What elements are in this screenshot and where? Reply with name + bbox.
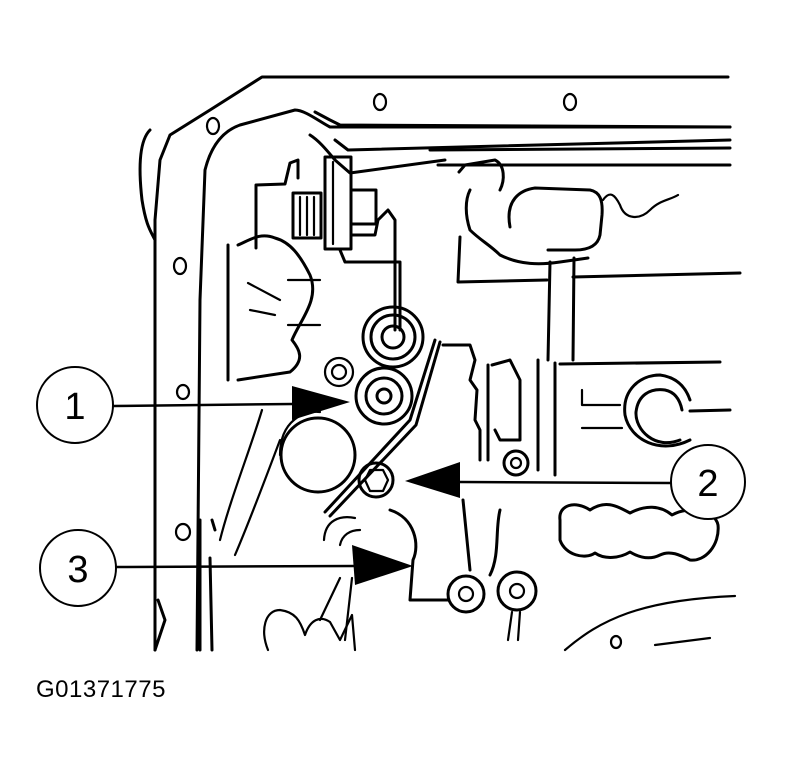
leader-line-3 <box>115 564 356 569</box>
callout-circle-3 <box>39 529 117 607</box>
callout-circle-1 <box>36 366 114 444</box>
pan-outline <box>138 75 732 652</box>
callout-number-2: 2 <box>697 463 718 505</box>
center-valve-body <box>441 343 722 577</box>
leader-line-1 <box>112 402 294 408</box>
callout-number-3: 3 <box>67 549 88 591</box>
figure-id-label: G01371775 <box>36 676 166 703</box>
callout-1: 1 <box>36 366 350 444</box>
arrowhead-1 <box>292 386 350 420</box>
callout-number-1: 1 <box>64 386 85 428</box>
callout-2: 2 <box>405 444 746 520</box>
lower-lever <box>322 508 538 642</box>
leader-line-2 <box>459 480 672 485</box>
lower-left-casting <box>153 408 357 652</box>
callout-circle-2 <box>670 444 746 520</box>
solenoid-connector <box>254 155 402 332</box>
left-casting <box>226 234 322 382</box>
arrowhead-2 <box>405 462 460 498</box>
bolt-holes <box>172 92 623 650</box>
arrowhead-3 <box>352 545 413 585</box>
callout-3: 3 <box>39 529 413 607</box>
upper-right-bracket <box>456 158 742 362</box>
right-side-features <box>558 373 737 652</box>
